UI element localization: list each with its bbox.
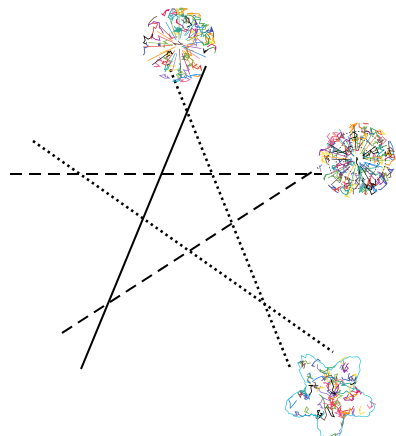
cluster-strand [148, 16, 157, 27]
cluster-strand [173, 41, 183, 45]
dotted-connector-b [168, 64, 291, 370]
cluster-strand [186, 40, 194, 56]
cluster-spoke [179, 49, 181, 78]
dotted-connector-a [33, 141, 333, 352]
cluster-strand [362, 126, 367, 131]
right-cluster [319, 123, 395, 197]
cluster-strand [317, 387, 325, 392]
cluster-strand [353, 177, 359, 194]
cluster-strand [384, 166, 394, 173]
cluster-strand [204, 48, 209, 53]
cluster-strand [305, 407, 309, 414]
cluster-spoke [152, 51, 171, 65]
node-clusters [143, 8, 395, 436]
cluster-strand [323, 174, 330, 180]
bottom-cluster [285, 354, 375, 436]
cluster-strand [195, 17, 207, 28]
cluster-strand [379, 129, 386, 134]
cluster-spoke [359, 135, 361, 150]
cluster-strand [319, 165, 321, 172]
cluster-strand [363, 150, 366, 154]
cluster-strand [289, 395, 297, 408]
cluster-strand [373, 142, 377, 149]
cluster-spoke [159, 26, 171, 38]
cluster-strand [363, 123, 369, 124]
cluster-strand [323, 383, 329, 391]
cluster-strand [179, 8, 184, 10]
cluster-strand [152, 33, 160, 40]
cluster-strand [162, 9, 170, 16]
connector-lines [10, 64, 333, 370]
cluster-strand [340, 382, 352, 386]
cluster-strand [359, 406, 365, 415]
cluster-strand [337, 132, 343, 140]
dashed-connector-d [62, 168, 318, 333]
cluster-strand [209, 47, 216, 53]
cluster-strand [308, 385, 318, 395]
cluster-spoke [172, 53, 177, 71]
cluster-spoke [332, 159, 351, 160]
cluster-strand [160, 74, 169, 78]
cluster-strand [350, 123, 358, 132]
cluster-spoke [148, 42, 173, 44]
